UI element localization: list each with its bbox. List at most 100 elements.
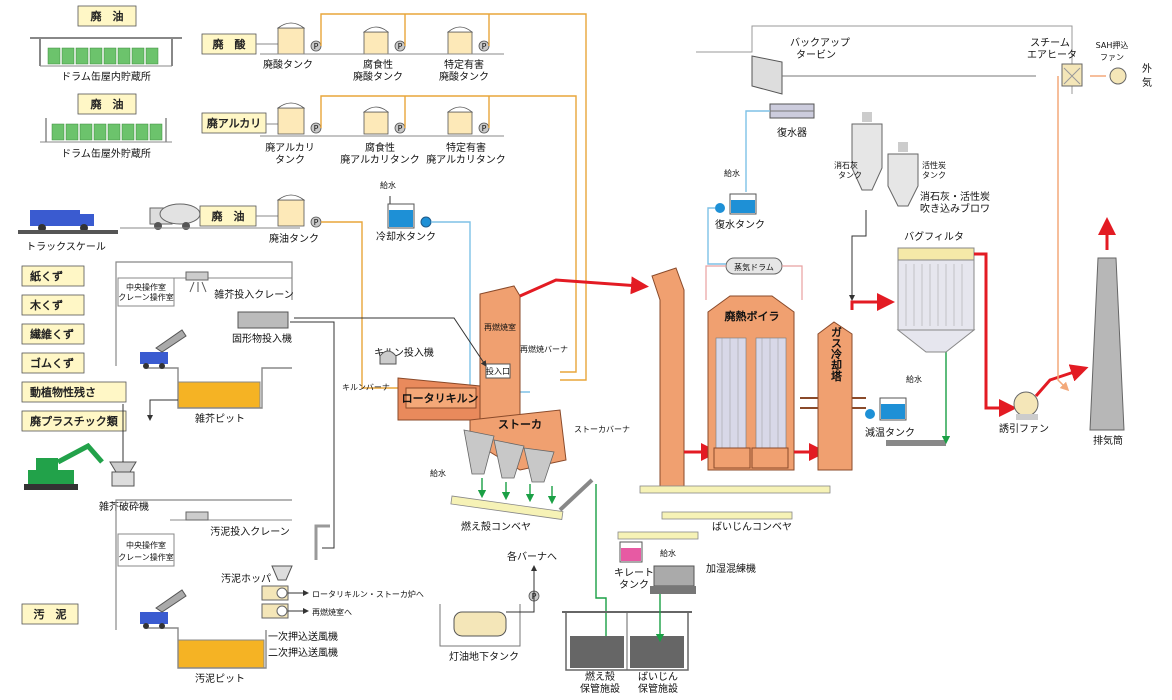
haiyu-tank-label: 廃油タンク bbox=[269, 232, 319, 245]
blower-label-2: 吹き込みブロワ bbox=[920, 202, 990, 215]
excavator bbox=[24, 442, 104, 490]
pump-p-3: P bbox=[482, 42, 487, 51]
tokutei-haisan-tank: P bbox=[446, 26, 490, 55]
waste-type-tag: 廃プラスチック類 bbox=[21, 410, 127, 432]
gennon-label: 減温タンク bbox=[865, 426, 915, 439]
waste-type-text: 廃プラスチック類 bbox=[30, 414, 119, 428]
backup-label-2: タービン bbox=[796, 49, 836, 61]
kasseitan-label-2: タンク bbox=[922, 171, 946, 180]
baijin-conveyor bbox=[617, 440, 946, 540]
kyusui-label-5: 給水 bbox=[724, 168, 740, 178]
spray-nozzles bbox=[800, 397, 866, 409]
kyusui-label-1: 給水 bbox=[380, 180, 396, 190]
reikyaku-tank: 給水 bbox=[380, 180, 432, 229]
tag-haiyu-2: 廃 油 bbox=[77, 93, 137, 115]
shoseki-tank bbox=[851, 112, 883, 191]
sludge-building bbox=[115, 499, 293, 669]
haialk-label-2: タンク bbox=[275, 154, 305, 166]
chuo-label-1: 中央操作室 bbox=[126, 282, 166, 292]
ash-drops bbox=[477, 478, 611, 645]
gaiki-label-1: 外 bbox=[1142, 63, 1152, 75]
waste-type-tag: ゴムくず bbox=[21, 352, 85, 374]
waste-heat-boiler bbox=[707, 295, 795, 471]
stoker-hoppers bbox=[463, 429, 555, 483]
crane-label-1: クレーン操作室 bbox=[118, 292, 174, 302]
chuo-label-2: 中央操作室 bbox=[126, 540, 166, 550]
waste-type-text: 繊維くず bbox=[30, 327, 74, 341]
saisho-label: 再燃焼室 bbox=[484, 322, 516, 332]
tag-sludge-text: 汚 泥 bbox=[34, 607, 67, 621]
kashitsu-label: 加湿混練機 bbox=[706, 562, 756, 575]
tokutei-alk-label-1: 特定有害 bbox=[446, 141, 486, 154]
kasseitan-tank bbox=[887, 142, 919, 207]
tag-haialkali-text: 廃アルカリ bbox=[207, 116, 262, 130]
pump-p-5: P bbox=[398, 124, 403, 133]
tag-haisan: 廃 酸 bbox=[201, 33, 257, 55]
zakkai-crane-label: 雑芥投入クレーン bbox=[214, 288, 294, 301]
toyu-tank-label: 灯油地下タンク bbox=[449, 650, 519, 663]
blower-label-1: 消石灰・活性炭 bbox=[920, 190, 990, 203]
baijin-conv-label: ばいじんコンベヤ bbox=[712, 521, 792, 533]
waste-type-tag: 木くず bbox=[21, 294, 85, 316]
condenser bbox=[769, 103, 815, 119]
zakkai-pit-label: 雑芥ピット bbox=[195, 412, 245, 425]
kiln-hopper bbox=[379, 350, 397, 365]
sah-label-1: SAH押込 bbox=[1096, 40, 1129, 50]
tag-haiyu-3: 廃 油 bbox=[199, 205, 257, 227]
ichiji-label: 一次押込送風機 bbox=[268, 630, 338, 643]
tokutei-alk-label-2: 廃アルカリタンク bbox=[426, 153, 506, 166]
tag-sludge: 汚 泥 bbox=[21, 603, 79, 625]
truck-scale-label: トラックスケール bbox=[26, 241, 106, 253]
waste-type-text: 木くず bbox=[29, 298, 63, 312]
rotary-label: ロータリキルン bbox=[402, 392, 479, 405]
sah-label-2: ファン bbox=[1100, 53, 1124, 62]
hasai-machine bbox=[109, 461, 137, 487]
dump-truck-1 bbox=[140, 329, 187, 369]
toyu-tank: P bbox=[439, 565, 540, 647]
fukusui-tank: 給水 bbox=[715, 168, 757, 215]
sah-fan bbox=[1109, 67, 1127, 85]
pump-p-4: P bbox=[314, 124, 319, 133]
moegara-hokan-label-2: 保管施設 bbox=[580, 682, 620, 695]
steam-label-2: エアヒータ bbox=[1027, 49, 1077, 61]
kyusui-label-4: 給水 bbox=[660, 548, 676, 558]
kokei-label: 固形物投入機 bbox=[232, 332, 292, 345]
gaiki-label-2: 気 bbox=[1142, 76, 1152, 89]
haisan-tank: P bbox=[276, 22, 322, 55]
backup-turbine bbox=[751, 55, 1036, 95]
fukusuiki-label: 復水器 bbox=[777, 126, 807, 139]
tokutei-haisan-label-1: 特定有害 bbox=[444, 58, 484, 71]
kireto-tank bbox=[619, 541, 643, 563]
gennon-tank: 給水 bbox=[865, 374, 922, 421]
jokidrum-label: 蒸気ドラム bbox=[734, 262, 774, 272]
fukusui-tank-label: 復水タンク bbox=[715, 218, 765, 231]
tanker-truck bbox=[149, 203, 201, 230]
tokutei-alk-tank: P bbox=[446, 106, 490, 135]
tonyu-label: 投入口 bbox=[486, 366, 510, 376]
haine-label: 廃熱ボイラ bbox=[725, 309, 780, 323]
haialk-label-1: 廃アルカリ bbox=[265, 141, 315, 154]
shoseki-label-2: タンク bbox=[838, 171, 862, 180]
kashitsu-mixer bbox=[650, 565, 696, 594]
stoker-label: ストーカ bbox=[498, 418, 542, 431]
rotary-kiln bbox=[397, 377, 481, 421]
bag-label: バグフィルタ bbox=[904, 230, 964, 243]
fushoku-haisan-label-1: 腐食性 bbox=[363, 58, 393, 71]
baijin-hokan-label-2: 保管施設 bbox=[638, 682, 678, 695]
tag-haisan-text: 廃 酸 bbox=[213, 37, 247, 51]
fushoku-haisan-tank: P bbox=[362, 26, 406, 55]
fushoku-alk-label-1: 腐食性 bbox=[365, 141, 395, 154]
tag-haiyu-1-text: 廃 油 bbox=[91, 9, 124, 23]
dump-truck-2 bbox=[140, 589, 187, 629]
kiln-burner-label: キルンバーナ bbox=[342, 383, 390, 392]
fushoku-haisan-label-2: 廃酸タンク bbox=[353, 70, 403, 83]
gas-cooling-tower bbox=[817, 321, 853, 471]
drum-storage-indoor bbox=[30, 37, 182, 67]
tag-haiyu-3-text: 廃 油 bbox=[212, 209, 245, 223]
secondary-duct bbox=[651, 267, 685, 491]
waste-type-tag: 繊維くず bbox=[21, 323, 85, 345]
backup-label-1: バックアップ bbox=[790, 37, 850, 49]
saisho-burner-label: 再燃焼バーナ bbox=[520, 344, 568, 354]
odei-pit-label: 汚泥ピット bbox=[195, 672, 245, 685]
